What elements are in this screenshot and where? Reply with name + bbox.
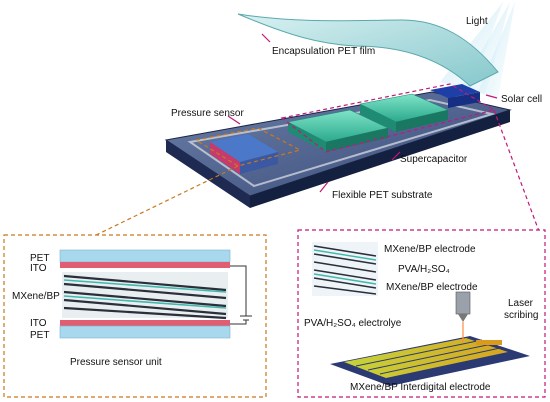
pet-top-label: PET [30, 253, 49, 264]
ito-top-label: ITO [30, 263, 47, 274]
arrow-supercap [391, 151, 401, 161]
supercap-dashed-outline [280, 83, 496, 153]
pet-film-label: Encapsulation PET film [272, 46, 375, 57]
pressure-sensor-label: Pressure sensor [171, 108, 244, 119]
mxene-bp-layers [62, 272, 228, 320]
electrode-top-label: MXene/BP electrode [384, 244, 476, 255]
solar-cell-label: Solar cell [501, 94, 542, 105]
arrow-sensor [227, 115, 241, 125]
pressure-sensor-inset: PET ITO MXene/BP ITO PET Pressure sensor… [3, 234, 267, 398]
electrolyte-label: PVA/H₂SO₄ electrolye [304, 318, 402, 329]
supercap-connector-line [493, 109, 541, 235]
electrode-stack [312, 242, 378, 296]
encapsulation-film [237, 13, 499, 87]
arrow-film [261, 33, 271, 43]
supercapacitor-label: Supercapacitor [400, 154, 468, 165]
laser-label: Laser [508, 298, 534, 309]
flexible-substrate-label: Flexible PET substrate [332, 190, 433, 201]
ito-bottom-label: ITO [30, 318, 47, 329]
supercapacitor-inset: MXene/BP electrode PVA/H₂SO₄ MXene/BP el… [297, 229, 546, 398]
electrode-bottom-label: MXene/BP electrode [386, 282, 478, 293]
arrow-substrate [319, 181, 329, 193]
mxene-bp-label: MXene/BP [12, 291, 60, 302]
interdigital-caption: MXene/BP Interdigital electrode [350, 382, 491, 393]
laser-head-icon [455, 291, 471, 342]
callout-arrows [227, 33, 498, 193]
sensor-dashed-outline [194, 127, 302, 167]
supercapacitor-modules [287, 93, 449, 152]
solar-cell-block [430, 84, 480, 108]
scribing-label: scribing [504, 310, 538, 321]
light-label: Light [466, 16, 488, 27]
arrow-solar [485, 94, 498, 99]
sensor-unit-caption: Pressure sensor unit [70, 357, 162, 368]
pet-bottom-label: PET [30, 330, 49, 341]
sensor-connector-line [89, 165, 239, 239]
electrolyte-mid-label: PVA/H₂SO₄ [398, 264, 450, 275]
interdigital-electrode [330, 336, 530, 386]
